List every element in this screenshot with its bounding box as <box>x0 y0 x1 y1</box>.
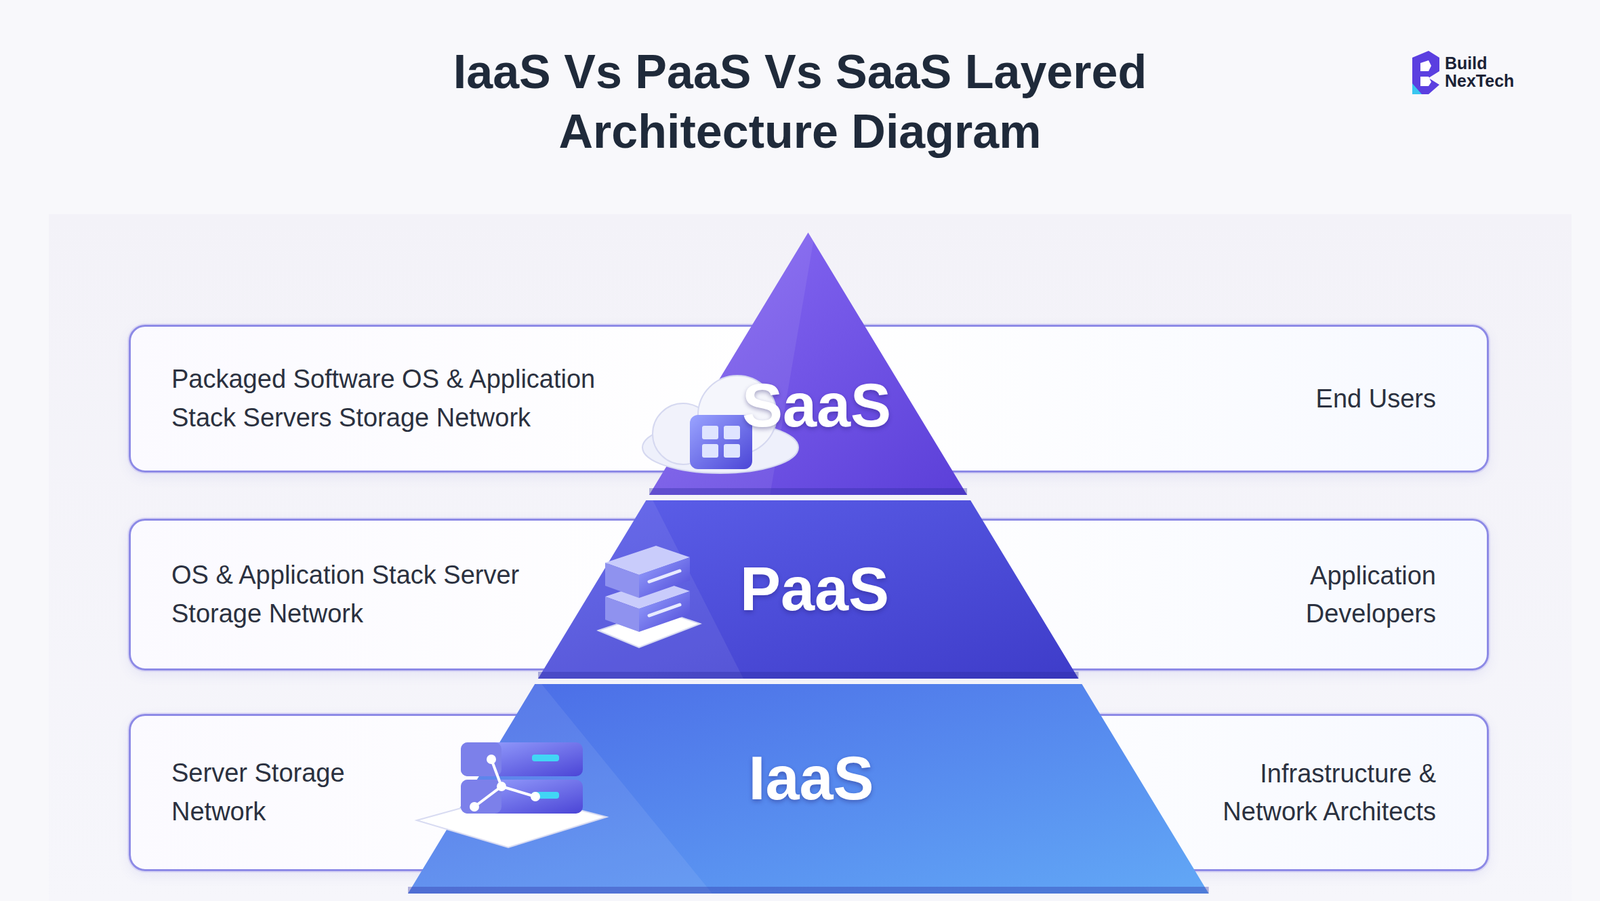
component-list: Server Storage Network <box>171 753 375 831</box>
title-wrap: IaaS Vs PaaS Vs SaaS Layered Architectur… <box>0 42 1600 162</box>
logo-text: Build NexTech <box>1444 54 1527 90</box>
layer-facet <box>407 683 713 894</box>
layer-fill <box>407 683 1209 894</box>
layer-edge <box>538 671 1079 679</box>
layer-name: PaaS <box>740 554 890 625</box>
layer-name: SaaS <box>742 370 892 441</box>
pyramid-layer: SaaS <box>649 232 968 495</box>
audience-label: Application Developers <box>1232 556 1437 633</box>
server-icon <box>598 545 701 648</box>
layer-fill <box>649 232 968 495</box>
title: IaaS Vs PaaS Vs SaaS Layered Architectur… <box>373 42 1228 162</box>
component-list: OS & Application Stack Server Storage Ne… <box>171 555 579 633</box>
layer-name: IaaS <box>748 743 874 814</box>
cloud-icon <box>642 375 799 474</box>
audience-label: Infrastructure & Network Architects <box>1164 754 1437 831</box>
component-list: Packaged Software OS & Application Stack… <box>171 359 660 438</box>
layer-facet <box>538 500 744 679</box>
pyramid-layer: IaaS <box>407 683 1209 894</box>
pyramid-shape <box>649 232 968 495</box>
layer-facet <box>649 232 816 495</box>
layer-edge <box>407 886 1209 894</box>
layer-edge <box>649 487 968 495</box>
audience-label: End Users <box>1316 379 1437 418</box>
server-network-icon <box>416 742 607 848</box>
pyramid-layer: PaaS <box>538 500 1079 679</box>
layer-fill <box>538 500 1079 679</box>
